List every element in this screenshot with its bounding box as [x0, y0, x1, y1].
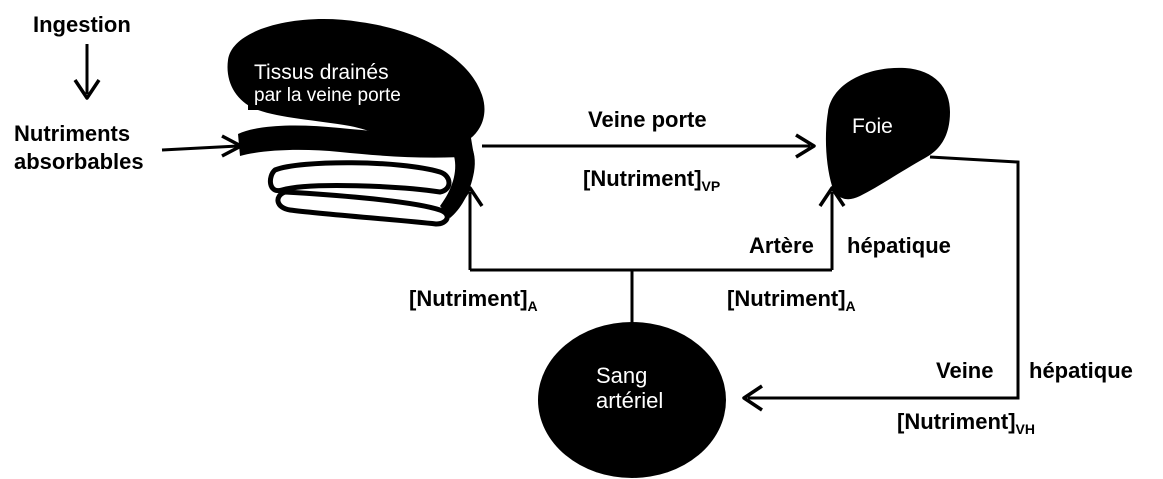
label-hepatique-artery: hépatique [847, 233, 951, 258]
label-nutriments-line2: absorbables [14, 149, 144, 175]
box-tissus-draines: Tissus drainés par la veine porte [248, 58, 407, 110]
label-nutriment-vh: [Nutriment]VH [897, 409, 1035, 437]
label-veine: Veine [936, 358, 994, 383]
label-veine-porte: Veine porte [588, 107, 707, 132]
label-nutriment-vp-text: [Nutriment] [583, 166, 702, 191]
box-sang-arteriel: Sang artériel [588, 360, 672, 417]
box-tissus-line2: par la veine porte [254, 85, 401, 107]
label-vh-subscript: VH [1015, 421, 1035, 437]
label-nutriment-a-right: [Nutriment]A [727, 286, 856, 314]
box-sang-line1: Sang [596, 363, 648, 388]
label-nutriment-vp: [Nutriment]VP [583, 166, 720, 194]
label-nutriment-a-left: [Nutriment]A [409, 286, 538, 314]
label-vp-subscript: VP [701, 178, 721, 194]
label-nutriments-line1: Nutriments [14, 121, 131, 146]
box-foie: Foie [846, 112, 929, 143]
portal-vein-arrow [482, 133, 816, 159]
label-a-left-subscript: A [527, 298, 538, 314]
digestive-tract-illustration [227, 19, 485, 227]
label-nutriment-a-right-text: [Nutriment] [727, 286, 846, 311]
ingestion-arrow [73, 44, 101, 100]
label-hepatique-vein: hépatique [1029, 358, 1133, 383]
absorption-arrow [161, 134, 243, 158]
label-artere: Artère [749, 233, 814, 258]
label-nutriment-a-left-text: [Nutriment] [409, 286, 528, 311]
label-a-right-subscript: A [845, 298, 856, 314]
hepatic-vein-line [742, 155, 1020, 412]
label-nutriment-vh-text: [Nutriment] [897, 409, 1016, 434]
box-sang-line2: artériel [596, 388, 664, 414]
label-nutriments-absorbables: Nutriments absorbables [14, 121, 144, 175]
label-ingestion: Ingestion [33, 12, 131, 37]
box-tissus-line1: Tissus drainés [254, 61, 389, 84]
